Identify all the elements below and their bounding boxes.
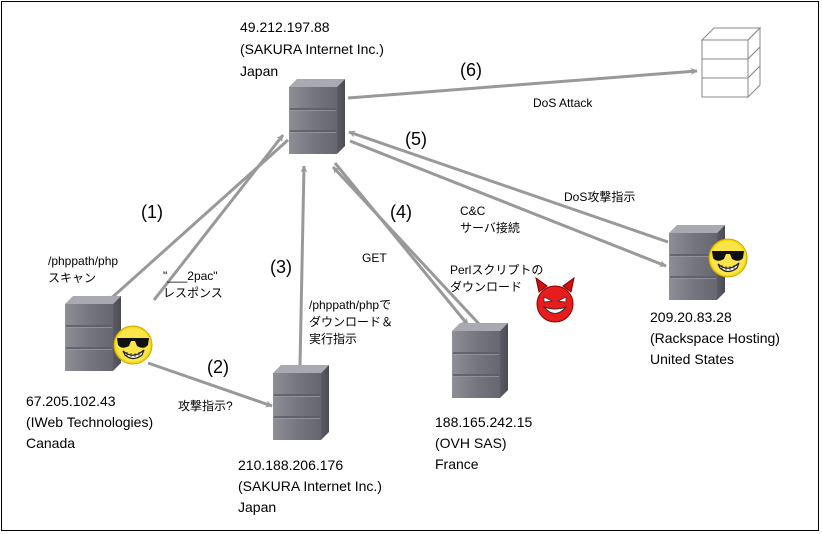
arrow-step2 xyxy=(147,361,273,408)
arrow-step1-to-iweb xyxy=(105,138,290,304)
arrow-step6 xyxy=(347,67,698,100)
devil-icon xyxy=(535,276,575,323)
arrows xyxy=(105,67,698,408)
arrow-step5-dos-cmd xyxy=(349,139,667,268)
step-label-download-exec: /phppath/phpで ダウンロード＆ 実行指示 xyxy=(309,298,394,346)
host-org: (IWeb Technologies) xyxy=(26,414,153,430)
host-org: (OVH SAS) xyxy=(435,435,507,451)
step-label-response: "___2pac" レスポンス xyxy=(163,269,223,300)
host-country: United States xyxy=(650,351,734,367)
step-label-perl: Perlスクリプトの ダウンロード xyxy=(450,263,544,294)
host-ip: 188.165.242.15 xyxy=(435,414,533,430)
host-ip: 49.212.197.88 xyxy=(240,19,330,35)
host-org: (Rackspace Hosting) xyxy=(650,330,780,346)
sunglasses-smiley-icon-iweb xyxy=(113,325,153,365)
arrow-step3 xyxy=(298,165,308,367)
host-country: Canada xyxy=(26,435,75,451)
server-icon-sakura-bottom xyxy=(272,364,330,441)
host-country: Japan xyxy=(238,499,276,515)
host-country: France xyxy=(435,456,479,472)
step-number: (1) xyxy=(141,202,163,222)
server-icon-ovh xyxy=(451,322,509,399)
target-server-icon xyxy=(700,26,762,99)
step-label-cc: C&C サーバ接続 xyxy=(460,204,520,235)
arrow-step4-download xyxy=(331,165,482,327)
step-number: (5) xyxy=(405,129,427,149)
step-label: 攻撃指示? xyxy=(178,398,233,413)
step-label: DoS攻撃指示 xyxy=(564,189,635,204)
arrow-step5-cc xyxy=(348,130,669,244)
step-number: (4) xyxy=(390,202,412,222)
host-ip: 67.205.102.43 xyxy=(26,393,116,409)
step-number: (2) xyxy=(207,357,229,377)
step-label: GET xyxy=(362,251,387,265)
server-icon-sakura-top xyxy=(288,78,346,155)
host-country: Japan xyxy=(240,63,278,79)
step-number: (3) xyxy=(270,257,292,277)
labels: 49.212.197.88 (SAKURA Internet Inc.) Jap… xyxy=(26,19,780,515)
server-icon-iweb xyxy=(64,295,122,372)
sunglasses-smiley-icon-rackspace xyxy=(708,238,748,278)
arrow-step4-get xyxy=(333,162,470,326)
step-label: DoS Attack xyxy=(533,96,593,110)
host-ip: 210.188.206.176 xyxy=(238,457,343,473)
step-number: (6) xyxy=(460,60,482,80)
step-label-scan: /phppath/php スキャン xyxy=(48,254,119,285)
host-org: (SAKURA Internet Inc.) xyxy=(240,41,384,57)
host-org: (SAKURA Internet Inc.) xyxy=(238,478,382,494)
host-ip: 209.20.83.28 xyxy=(650,309,732,325)
